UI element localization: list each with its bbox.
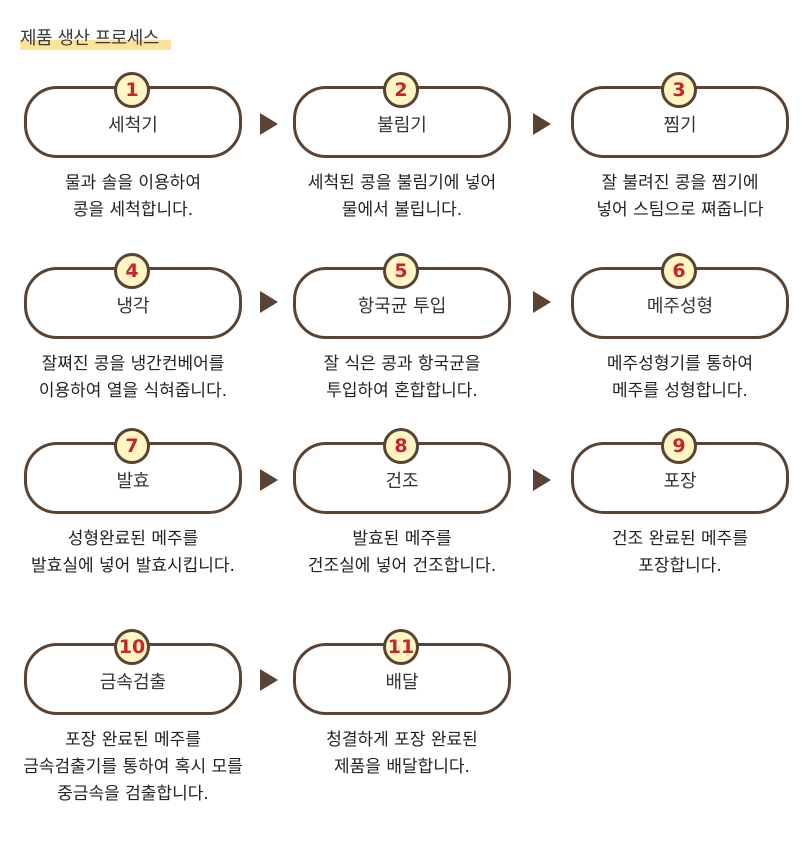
step-description: 포장 완료된 메주를 금속검출기를 통하여 혹시 모를 중금속을 검출합니다. bbox=[23, 730, 243, 804]
step-description: 발효된 메주를 건조실에 넣어 건조합니다. bbox=[307, 529, 497, 576]
arrow-right-icon bbox=[260, 469, 278, 491]
step-description: 잘 불려진 콩을 찜기에 넣어 스팀으로 쪄줍니다 bbox=[596, 173, 764, 220]
step-description: 성형완료된 메주를 발효실에 넣어 발효시킵니다. bbox=[31, 529, 235, 576]
step-number-badge: 4 bbox=[114, 253, 150, 289]
title-highlight bbox=[20, 40, 171, 50]
step-description: 잘쪄진 콩을 냉간컨베어를 이용하여 열을 식혀줍니다. bbox=[38, 354, 228, 401]
step-box: 냉각 bbox=[24, 267, 242, 339]
step-label: 포장 bbox=[663, 471, 697, 492]
step-box: 항국균 투입 bbox=[293, 267, 511, 339]
step-box: 배달 bbox=[293, 643, 511, 715]
step-description: 청결하게 포장 완료된 제품을 배달합니다. bbox=[326, 730, 478, 777]
step-number-badge: 5 bbox=[383, 253, 419, 289]
arrow-right-icon bbox=[260, 669, 278, 691]
arrow-right-icon bbox=[533, 113, 551, 135]
step-label: 찜기 bbox=[663, 115, 697, 136]
step-description: 세척된 콩을 불림기에 넣어 물에서 불립니다. bbox=[307, 173, 497, 220]
step-number-badge: 3 bbox=[661, 72, 697, 108]
step-label: 세척기 bbox=[108, 115, 158, 136]
step-number-badge: 1 bbox=[114, 72, 150, 108]
step-description: 물과 솔을 이용하여 콩을 세척합니다. bbox=[65, 173, 201, 220]
page-title: 제품 생산 프로세스 bbox=[20, 26, 171, 52]
step-label: 금속검출 bbox=[99, 672, 167, 693]
step-number-badge: 11 bbox=[383, 629, 419, 665]
step-label: 배달 bbox=[385, 672, 419, 693]
page-title-text: 제품 생산 프로세스 bbox=[20, 28, 159, 49]
step-description: 건조 완료된 메주를 포장합니다. bbox=[612, 529, 748, 576]
step-box: 발효 bbox=[24, 442, 242, 514]
step-number-badge: 10 bbox=[114, 629, 150, 665]
step-label: 항국균 투입 bbox=[357, 296, 447, 317]
step-number-badge: 9 bbox=[661, 428, 697, 464]
step-number-badge: 8 bbox=[383, 428, 419, 464]
step-label: 발효 bbox=[116, 471, 150, 492]
step-label: 건조 bbox=[385, 471, 419, 492]
arrow-right-icon bbox=[533, 291, 551, 313]
step-number-badge: 6 bbox=[661, 253, 697, 289]
arrow-right-icon bbox=[533, 469, 551, 491]
step-description: 잘 식은 콩과 항국균을 투입하여 혼합합니다. bbox=[323, 354, 481, 401]
step-label: 불림기 bbox=[377, 115, 427, 136]
step-number-badge: 2 bbox=[383, 72, 419, 108]
step-box: 세척기 bbox=[24, 86, 242, 158]
step-label: 냉각 bbox=[116, 296, 150, 317]
step-number-badge: 7 bbox=[114, 428, 150, 464]
step-label: 메주성형 bbox=[646, 296, 714, 317]
arrow-right-icon bbox=[260, 113, 278, 135]
step-description: 메주성형기를 통하여 메주를 성형합니다. bbox=[606, 354, 754, 401]
arrow-right-icon bbox=[260, 291, 278, 313]
